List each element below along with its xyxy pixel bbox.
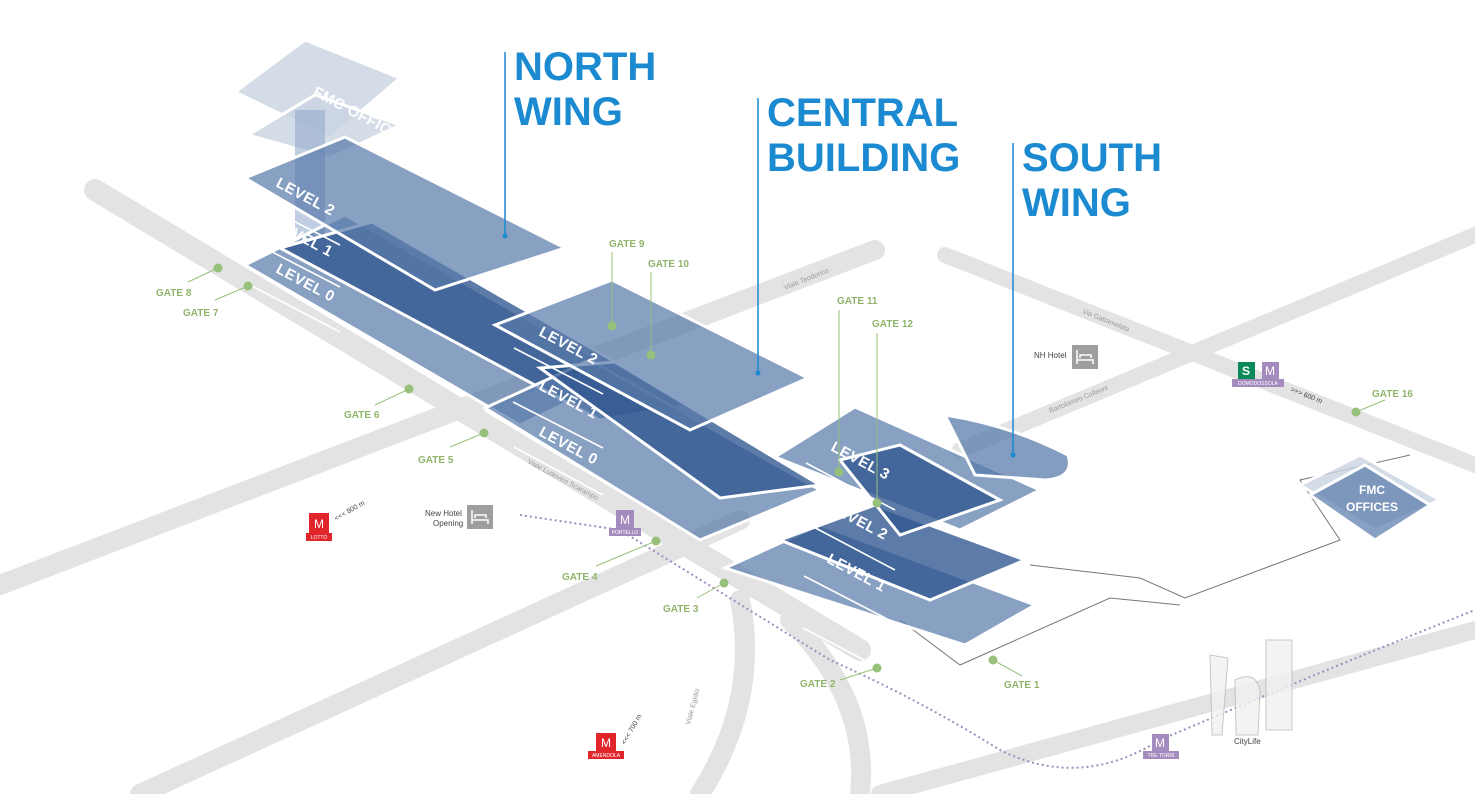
road-gattamelata xyxy=(937,247,1475,473)
gate-5-label: GATE 5 xyxy=(418,455,454,466)
gate-4-label: GATE 4 xyxy=(562,572,598,583)
citylife-label: CityLife xyxy=(1234,737,1261,746)
nh-hotel-label: NH Hotel xyxy=(1034,351,1067,360)
gate-8-label: GATE 8 xyxy=(156,288,192,299)
gate-1-marker[interactable]: GATE 1 xyxy=(988,655,1040,692)
street-label-egidio: Viale Egidio xyxy=(685,688,701,726)
north-wing-building xyxy=(241,135,695,427)
new-hotel-label-line2: Opening xyxy=(433,519,463,528)
metro-tre-torri[interactable]: M TRE TORRI xyxy=(1143,734,1179,759)
gate-6-label: GATE 6 xyxy=(344,410,380,421)
gate-5-marker[interactable]: GATE 5 xyxy=(418,428,489,467)
gate-4-marker[interactable]: GATE 4 xyxy=(562,536,661,584)
metro-domodossola[interactable]: S M DOMODOSSOLA >>> 600 m xyxy=(1232,362,1323,406)
north-wing-title-line1: NORTH xyxy=(514,45,656,89)
metro-tre-torri-label: TRE TORRI xyxy=(1148,753,1175,759)
suburban-s-icon: S xyxy=(1242,364,1250,378)
gate-16-marker[interactable]: GATE 16 xyxy=(1351,389,1414,417)
fmc-offices-east: FMC OFFICES xyxy=(1296,453,1444,542)
metro-m-icon: M xyxy=(1155,736,1165,750)
new-hotel-label-line1: New Hotel xyxy=(425,509,462,518)
gate-12-label: GATE 12 xyxy=(872,319,913,330)
south-wing-title-line2: WING xyxy=(1022,181,1131,225)
gate-6-marker[interactable]: GATE 6 xyxy=(344,384,414,422)
metro-portello[interactable]: M PORTELLO xyxy=(609,510,641,536)
new-hotel-poi[interactable]: New Hotel Opening xyxy=(425,505,493,529)
gate-3-label: GATE 3 xyxy=(663,604,699,615)
road-south xyxy=(871,621,1475,794)
north-wing-title-line2: WING xyxy=(514,90,623,134)
metro-route-line xyxy=(519,514,1475,769)
road-scarampo xyxy=(84,179,871,661)
gate-9-marker[interactable]: GATE 9 xyxy=(607,239,645,331)
gate-7-marker[interactable]: GATE 7 xyxy=(183,281,253,320)
metro-m-icon: M xyxy=(1265,364,1275,378)
road-teodorico xyxy=(0,240,885,595)
road-lower xyxy=(130,510,750,794)
south-wing-title-line1: SOUTH xyxy=(1022,136,1162,180)
road-egidio xyxy=(690,590,755,794)
citylife-towers xyxy=(1209,639,1293,736)
road-curve xyxy=(780,610,872,794)
walkway-outline-2 xyxy=(899,597,1181,666)
gate-2-marker[interactable]: GATE 2 xyxy=(800,663,882,691)
bed-icon xyxy=(1072,345,1098,369)
gate-2-label: GATE 2 xyxy=(800,679,836,690)
gate-8-marker[interactable]: GATE 8 xyxy=(156,263,223,300)
gate-9-label: GATE 9 xyxy=(609,239,645,250)
nh-hotel-poi[interactable]: NH Hotel xyxy=(1034,345,1098,369)
bed-icon xyxy=(467,505,493,529)
central-building-title-line1: CENTRAL xyxy=(767,91,958,135)
central-building xyxy=(481,278,825,542)
gate-10-label: GATE 10 xyxy=(648,259,689,270)
fmc-offices-east-line2: OFFICES xyxy=(1346,500,1398,514)
gate-12-marker[interactable]: GATE 12 xyxy=(872,319,913,508)
metro-domodossola-label: DOMODOSSOLA xyxy=(1238,381,1278,387)
metro-m-icon: M xyxy=(620,513,630,527)
gate-1-label: GATE 1 xyxy=(1004,680,1040,691)
metro-lotto[interactable]: M LOTTO <<< 800 m xyxy=(306,500,366,541)
gate-11-label: GATE 11 xyxy=(837,296,878,307)
metro-m-icon: M xyxy=(314,517,324,531)
gate-16-label: GATE 16 xyxy=(1372,389,1413,400)
gate-7-label: GATE 7 xyxy=(183,308,219,319)
metro-amendola[interactable]: M AMENDOLA <<< 700 m xyxy=(588,713,644,759)
metro-portello-label: PORTELLO xyxy=(612,530,639,536)
gate-3-marker[interactable]: GATE 3 xyxy=(663,578,729,616)
south-wing-building xyxy=(720,405,1071,647)
road-network xyxy=(0,179,1475,794)
metro-amendola-label: AMENDOLA xyxy=(592,753,621,759)
metro-amendola-distance: <<< 700 m xyxy=(621,713,644,746)
fmc-offices-east-line1: FMC xyxy=(1359,483,1385,497)
gate-10-marker[interactable]: GATE 10 xyxy=(646,259,690,360)
metro-lotto-distance: <<< 800 m xyxy=(334,500,367,523)
metro-m-icon: M xyxy=(601,736,611,750)
road-colleoni xyxy=(952,227,1475,458)
gates: GATE 8 GATE 7 GATE 6 GATE 5 GATE 4 GATE … xyxy=(156,239,1413,691)
metro-lotto-label: LOTTO xyxy=(311,535,328,541)
wing-titles: NORTH WING CENTRAL BUILDING SOUTH WING xyxy=(502,45,1162,458)
gate-11-marker[interactable]: GATE 11 xyxy=(834,296,878,477)
central-building-title-line2: BUILDING xyxy=(767,136,960,180)
